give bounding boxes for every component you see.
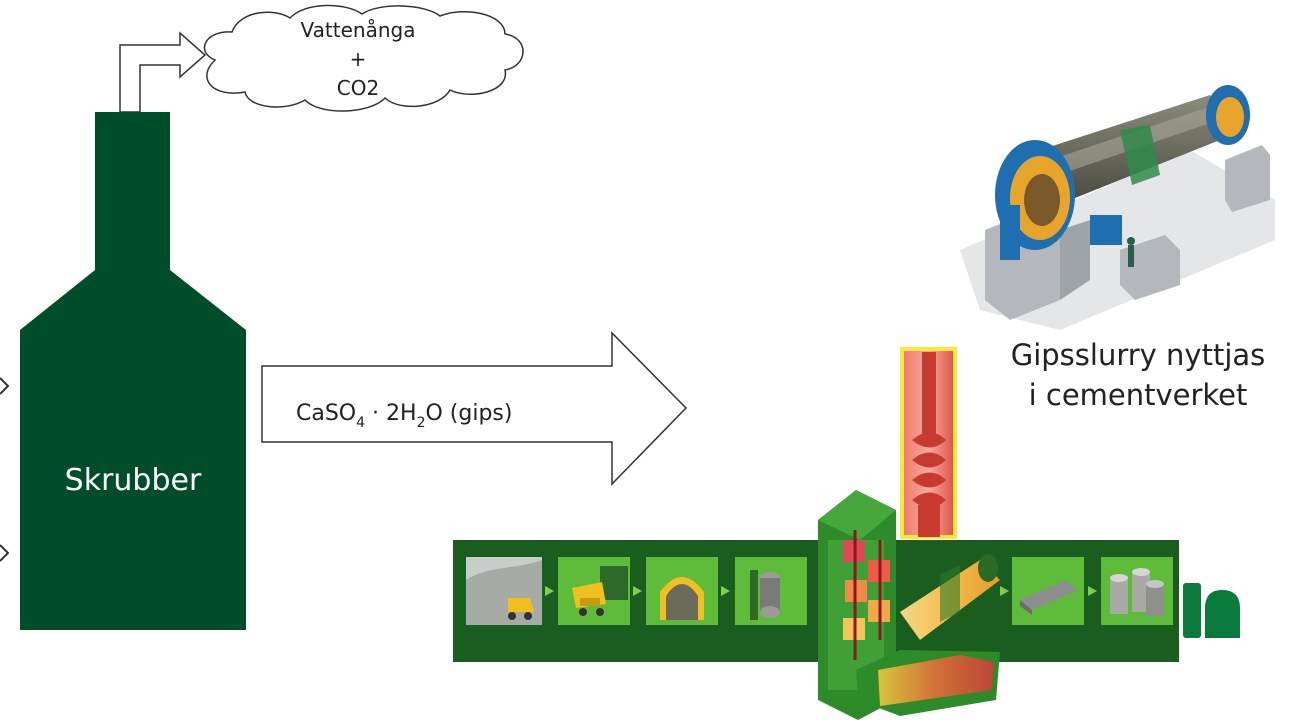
storage-icon [646,557,718,625]
preheater-tower-icon [843,530,890,660]
exhaust-cloud: Vattenånga + CO2 [203,4,524,112]
scrubber-inlet-arrows [0,377,10,562]
caption-line1: Gipsslurry nyttjas [1011,338,1266,372]
cooler-icon [856,650,1000,716]
caption-line2: i cementverket [1029,378,1248,412]
kiln-icon [900,554,1000,640]
ball-mill-icon [960,85,1275,330]
cyclone-column-icon [912,352,946,537]
brand-logo [1183,583,1240,638]
quarry-icon [466,557,542,625]
cloud-text-line1: Vattenånga [301,18,416,42]
silo-icon [1101,557,1173,625]
cement-mill-icon [1012,557,1084,625]
truck-icon [558,557,630,625]
cement-process-illustration [453,347,1179,720]
crusher-icon [735,557,807,625]
scrubber-vessel: Skrubber [20,112,246,630]
cloud-text-line2: + [350,47,367,71]
gypsum-formula: CaSO4 · 2H2O (gips) [296,401,512,431]
caption: Gipsslurry nyttjas i cementverket [1011,338,1266,412]
scrubber-label: Skrubber [65,463,202,498]
exhaust-outlet-arrow [119,31,207,113]
gypsum-arrow: CaSO4 · 2H2O (gips) [261,331,688,486]
cloud-text-line3: CO2 [337,76,379,100]
